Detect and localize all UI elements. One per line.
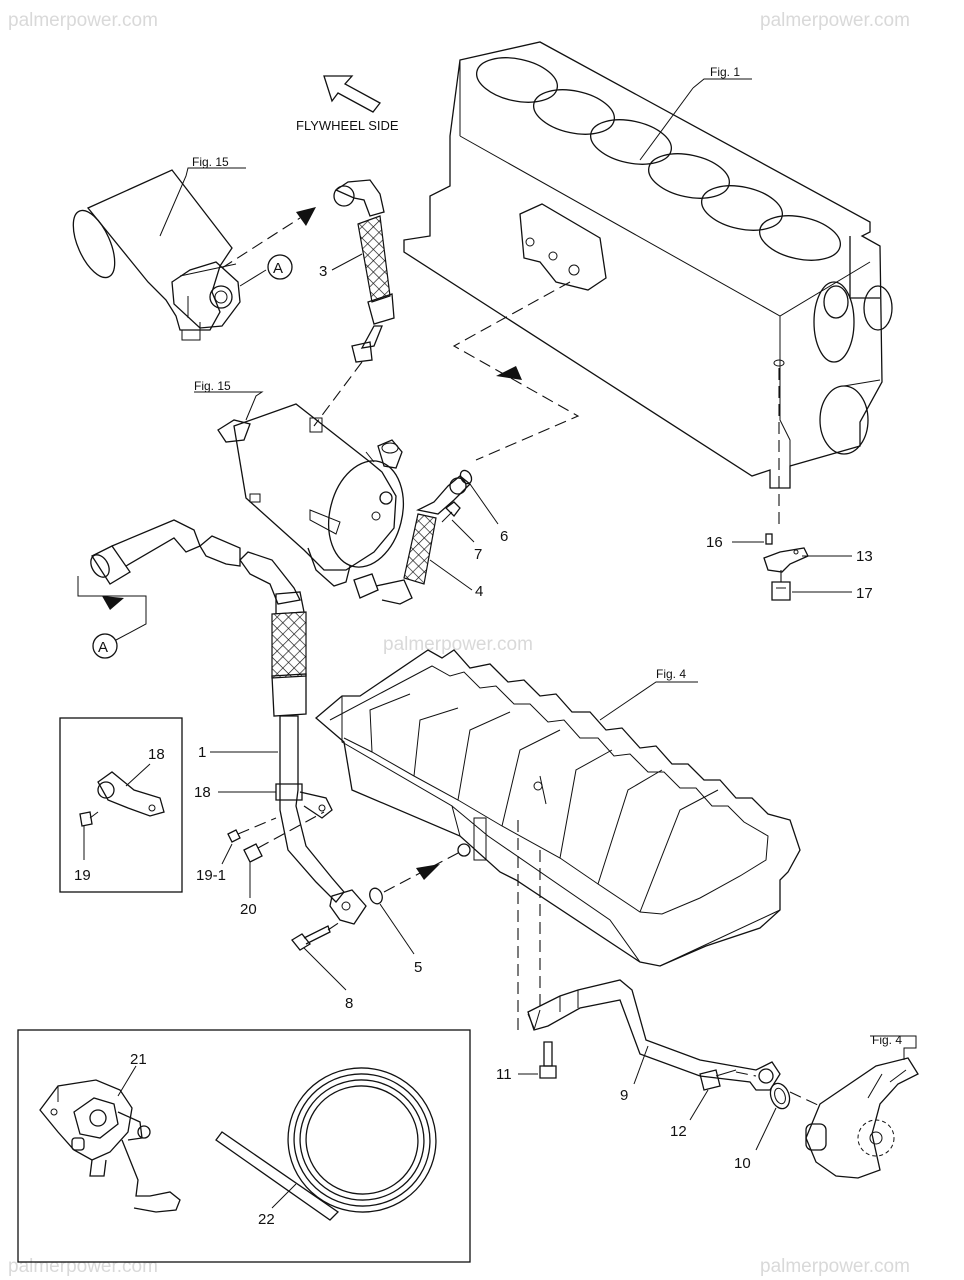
oil-pump (805, 1057, 919, 1179)
watermark-top-left: palmerpower.com (8, 10, 158, 31)
callout-16: 16 (706, 534, 723, 551)
callout-9: 9 (620, 1087, 628, 1104)
flow-line-top (221, 217, 301, 269)
callout-22: 22 (258, 1211, 275, 1228)
leader-9 (633, 1045, 649, 1085)
bolt-20-icon (243, 843, 263, 863)
flow-arrow-block-icon (496, 366, 522, 380)
leader-6 (469, 483, 499, 525)
callout-3: 3 (319, 263, 327, 280)
hand-pump-21 (39, 1079, 181, 1213)
callout-11: 11 (496, 1066, 512, 1083)
leader-4 (429, 559, 473, 591)
cylinder-bores (476, 57, 841, 261)
hose-coil-22 (215, 1067, 437, 1221)
watermark-center: palmerpower.com (383, 634, 533, 655)
oil-pipe-1 (90, 519, 367, 925)
leader-8 (303, 947, 347, 991)
watermark-bottom-right: palmerpower.com (760, 1256, 910, 1277)
inset-pump-hose-box (17, 1029, 471, 1263)
callout-4: 4 (475, 583, 483, 600)
leader-fig1 (692, 78, 752, 89)
callout-5: 5 (414, 959, 422, 976)
hose-3 (333, 179, 395, 363)
callout-19-1: 19-1 (196, 867, 226, 884)
bolt-19-icon (79, 811, 99, 827)
flow-line-19-1 (237, 817, 277, 835)
callout-19: 19 (74, 867, 91, 884)
bracket-13-icon (763, 547, 809, 573)
bolt-12-icon (699, 1069, 737, 1091)
flow-arrow-top-icon (296, 207, 316, 226)
callout-6: 6 (500, 528, 508, 545)
flow-line-20 (257, 811, 325, 849)
callout-12: 12 (670, 1123, 687, 1140)
connector-a-bottom-icon (92, 633, 118, 659)
connector-a-bottom: A (98, 639, 108, 656)
fig-ref-block: Fig. 1 (710, 65, 740, 79)
leader-21 (117, 1065, 137, 1097)
bolt-7-icon (441, 501, 461, 523)
callout-17: 17 (856, 585, 873, 602)
suction-pipe-9 (527, 979, 781, 1091)
connector-a-top-icon (267, 254, 293, 280)
callout-1: 1 (198, 744, 206, 761)
leader-22 (271, 1183, 297, 1209)
flow-line-block (452, 281, 580, 461)
pin-16-icon (765, 533, 773, 545)
bolt-11-icon (539, 1041, 557, 1079)
flywheel-direction-arrow-icon (323, 75, 381, 113)
callout-13: 13 (856, 548, 873, 565)
gasket-10-icon (769, 1082, 791, 1110)
leader-fig15-top (159, 167, 246, 237)
callout-21: 21 (130, 1051, 147, 1068)
callout-18: 18 (148, 746, 165, 763)
o-ring-6-icon (459, 469, 473, 485)
engine-block (403, 41, 893, 489)
leader-18 (125, 763, 151, 787)
oil-pan (314, 649, 801, 967)
fig-ref-filter-top: Fig. 15 (192, 155, 229, 169)
flywheel-side-label: FLYWHEEL SIDE (296, 118, 399, 133)
leader-fig4-pump (870, 1035, 917, 1060)
leader-3 (331, 253, 363, 271)
connector-a-bracket (77, 576, 147, 641)
callout-10: 10 (734, 1155, 751, 1172)
oil-filter-lower (217, 403, 404, 587)
leader-fig4-pan (599, 681, 698, 721)
connector-a-top: A (273, 260, 283, 277)
clamp-18-icon (97, 771, 165, 817)
inset-clamp-box (59, 717, 183, 893)
callout-18b: 18 (194, 784, 211, 801)
fig-ref-filter-mid: Fig. 15 (194, 379, 231, 393)
o-ring-5-icon (369, 887, 383, 905)
leader-5 (379, 903, 415, 955)
bolt-17-icon (771, 581, 791, 601)
flow-arrow-a-icon (102, 596, 124, 610)
callout-7: 7 (474, 546, 482, 563)
leader-10 (755, 1107, 777, 1151)
leader-fig15-mid (194, 391, 264, 421)
leader-19-1 (221, 843, 233, 865)
leader-12 (689, 1089, 709, 1121)
callout-20: 20 (240, 901, 257, 918)
oil-filter-upper (72, 169, 241, 341)
fig-ref-oil-pan: Fig. 4 (656, 667, 686, 681)
flow-line-3 (313, 361, 363, 427)
fig-ref-oil-pump: Fig. 4 (872, 1033, 902, 1047)
leader-7 (451, 519, 475, 543)
bolt-8-icon (291, 925, 331, 951)
watermark-bottom-left: palmerpower.com (8, 1256, 158, 1277)
watermark-top-right: palmerpower.com (760, 10, 910, 31)
callout-8: 8 (345, 995, 353, 1012)
bolt-19-1-icon (227, 829, 241, 843)
flow-arrow-5-icon (416, 864, 440, 880)
hose-4 (353, 475, 471, 605)
